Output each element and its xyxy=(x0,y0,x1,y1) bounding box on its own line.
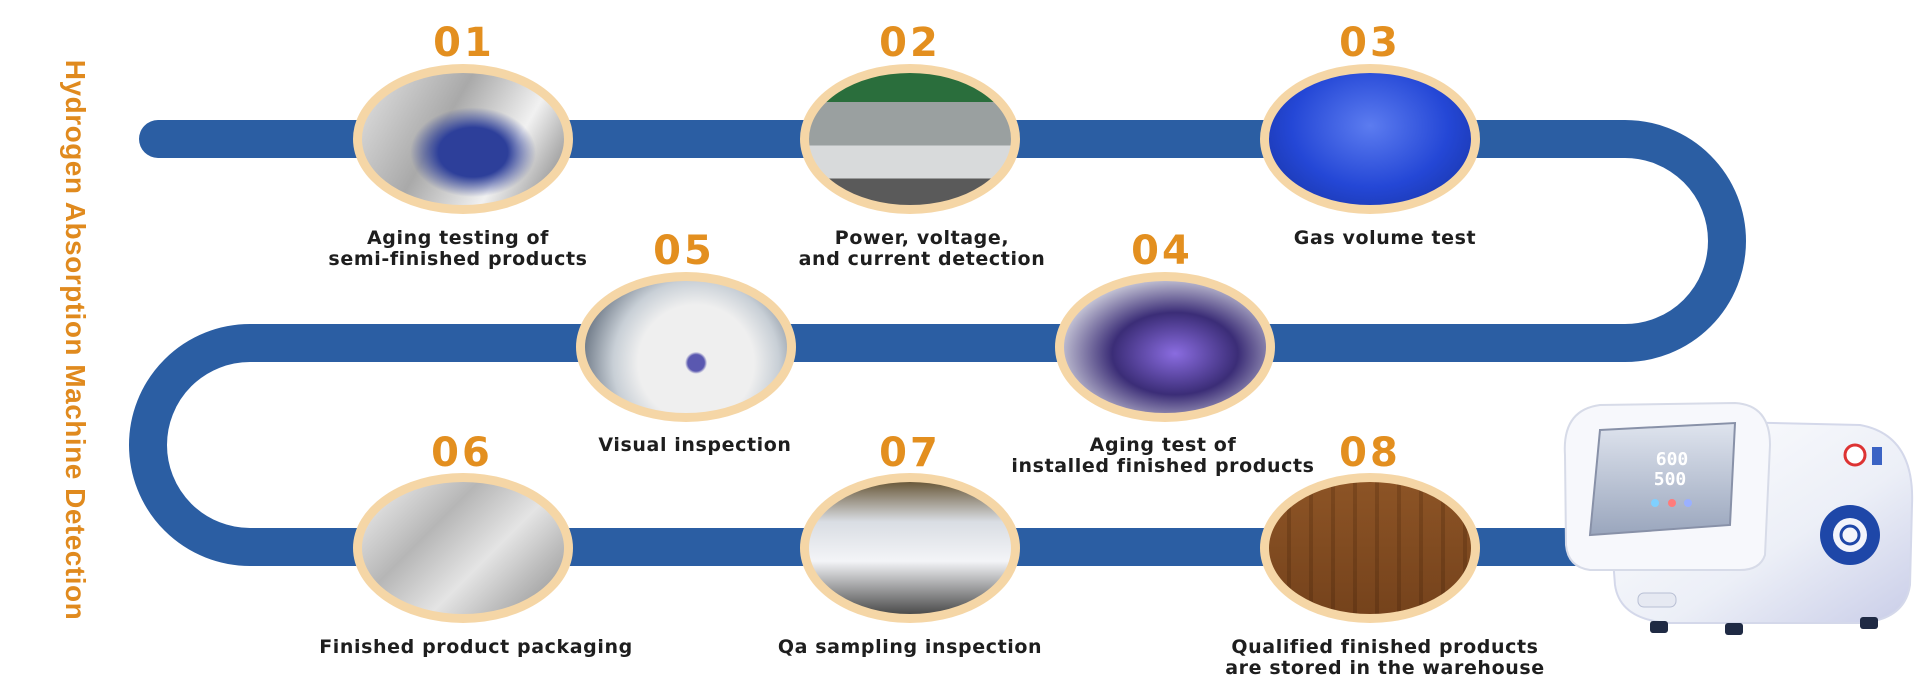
screen-indicator-icon xyxy=(1651,499,1659,507)
step-number-01: 01 xyxy=(433,20,495,66)
step-photo-06 xyxy=(353,473,573,623)
step-photo-08 xyxy=(1260,473,1480,623)
step-label-06: Finished product packaging xyxy=(319,636,633,658)
step-number-04: 04 xyxy=(1131,228,1193,274)
screen-indicator-icon xyxy=(1668,499,1676,507)
step-label-05: Visual inspection xyxy=(598,434,792,456)
step-number-02: 02 xyxy=(879,20,941,66)
step-label-02: Power, voltage,and current detection xyxy=(798,227,1046,270)
step-number-05: 05 xyxy=(653,228,715,274)
step-label-03: Gas volume test xyxy=(1293,227,1477,249)
screen-readout-top: 600 xyxy=(1656,449,1689,470)
step-photo-01 xyxy=(353,64,573,214)
route-line xyxy=(129,120,1746,566)
step-number-07: 07 xyxy=(879,430,941,476)
step-photo-02 xyxy=(800,64,1020,214)
step-photo-04 xyxy=(1055,272,1275,422)
step-number-06: 06 xyxy=(431,430,493,476)
hydrogen-machine-illustration: 600 500 xyxy=(1563,401,1914,635)
step-photo-05 xyxy=(576,272,796,422)
screen-readout-bottom: 500 xyxy=(1654,469,1687,490)
step-photo-03 xyxy=(1260,64,1480,214)
step-number-03: 03 xyxy=(1339,20,1401,66)
step-label-07: Qa sampling inspection xyxy=(777,636,1043,658)
step-photo-07 xyxy=(800,473,1020,623)
step-number-08: 08 xyxy=(1339,430,1401,476)
screen-indicator-icon xyxy=(1684,499,1692,507)
warning-icon xyxy=(1843,443,1867,467)
